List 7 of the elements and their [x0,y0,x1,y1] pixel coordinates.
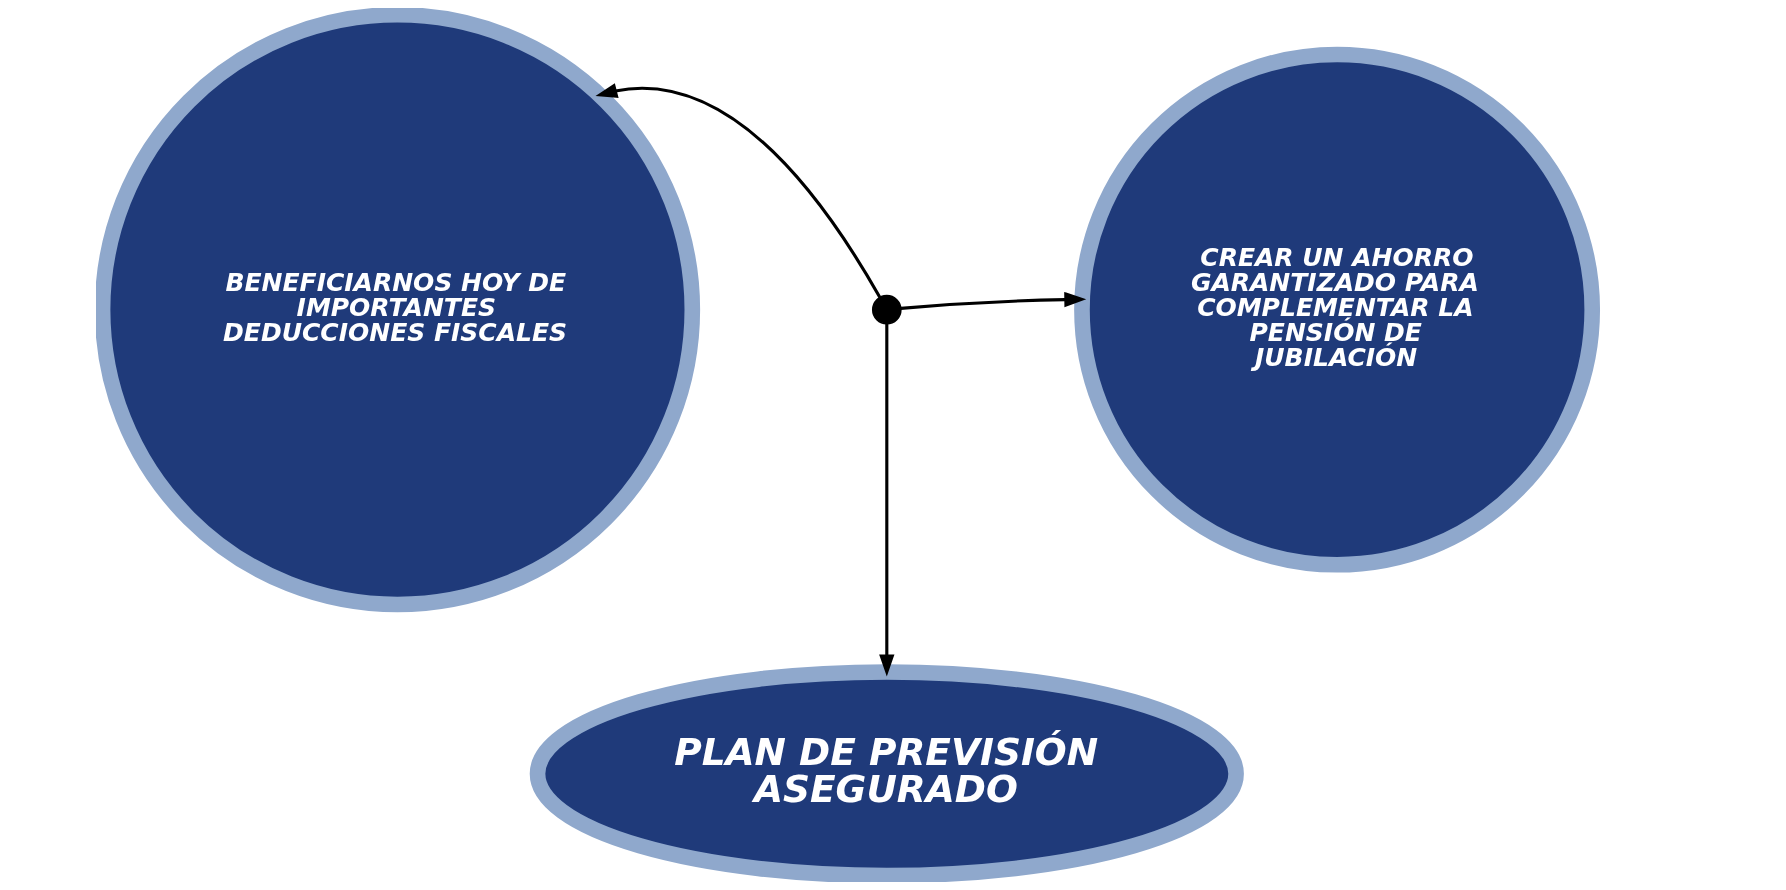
node-circle: CREAR UN AHORRO GARANTIZADO PARA COMPLEMENTAR LA PENSIÓN DE JUBILACIÓN [1073,46,1600,573]
node-ellipse: PLAN DE PREVISIÓN ASEGURADO [529,664,1244,882]
node-circle: BENEFICIARNOS HOY DE IMPORTANTES DEDUCCIONES FISCALES [95,8,700,613]
arrow [595,83,881,298]
arrow [878,324,894,677]
node-arrow [871,294,902,325]
arrow [900,291,1086,310]
